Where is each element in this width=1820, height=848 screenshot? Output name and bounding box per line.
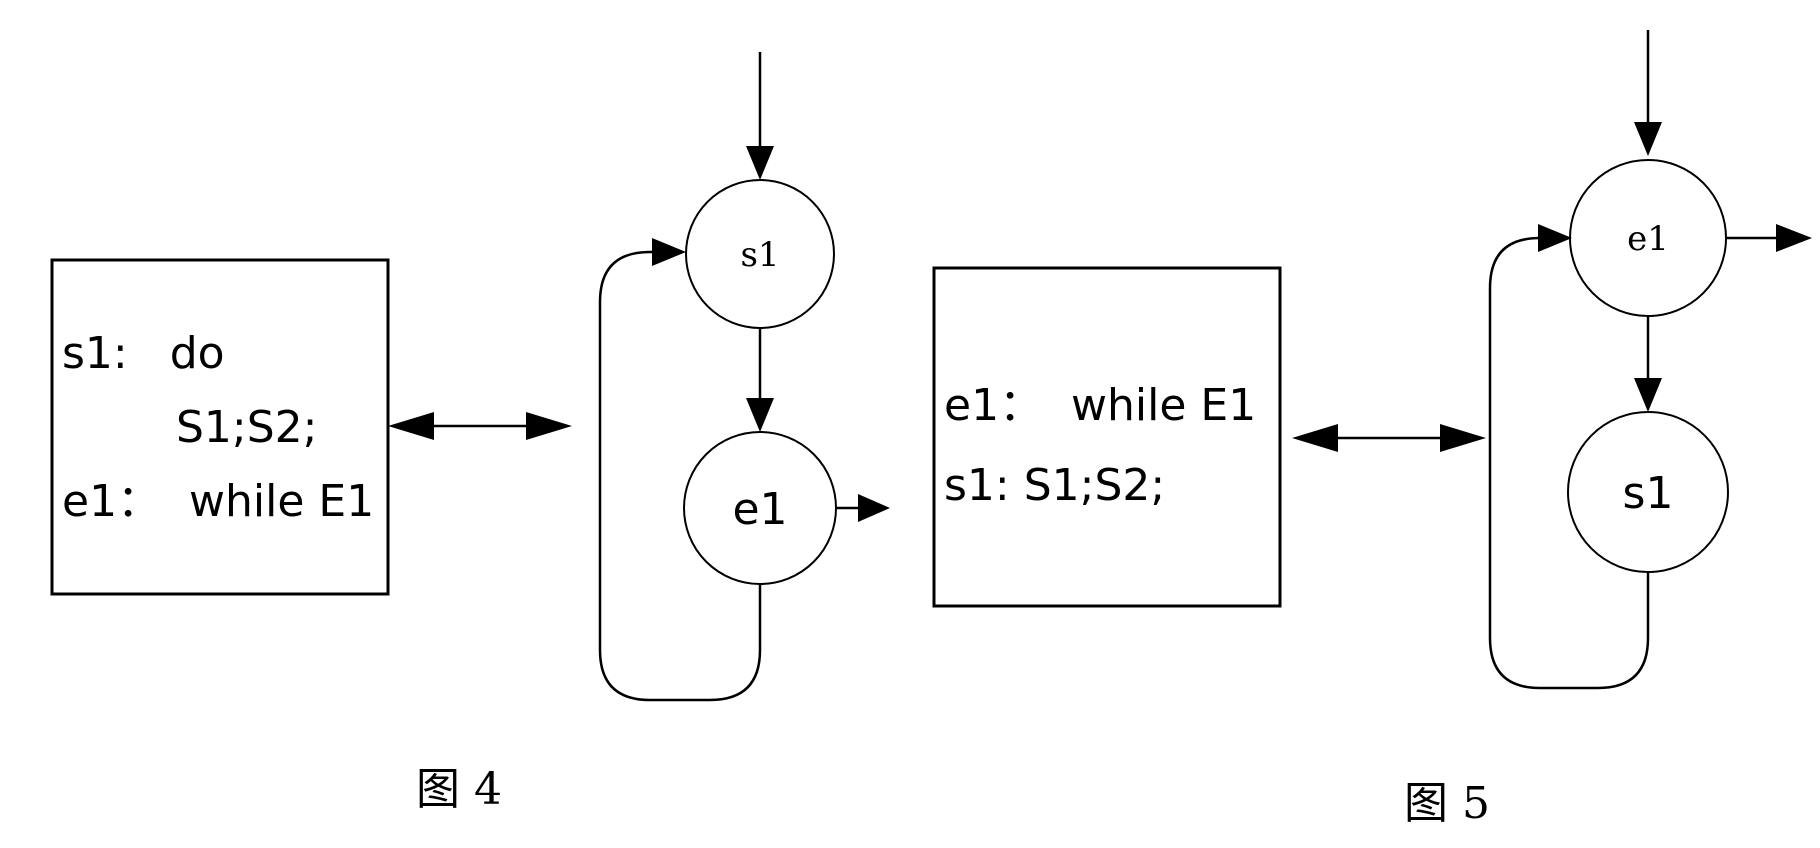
figure-5-arrow-e1-to-s1 (1634, 316, 1662, 412)
figure-5-node-s1-label: s1 (1623, 468, 1674, 519)
figure-5-code-line-1: e1： while E1 (944, 380, 1256, 431)
figure-4-caption: 图 4 (416, 764, 502, 815)
figure-4-loop-arrow (598, 238, 762, 702)
figure-4-node-s1: s1 (685, 179, 835, 329)
figure-5-loop-arrow (1488, 224, 1650, 690)
figure-4-node-s1-label: s1 (740, 235, 779, 275)
figure-5-node-s1: s1 (1567, 411, 1729, 573)
figure-4-entry-arrow (746, 52, 774, 180)
figure-4-node-e1-label: e1 (732, 484, 787, 535)
figure-5-node-e1: e1 (1569, 159, 1727, 317)
figure-4: s1: do S1;S2; e1： while E1 s1 e1 (50, 52, 890, 815)
figure-4-code-line-2: S1;S2; (176, 402, 318, 453)
figure-4-code-box (50, 258, 390, 596)
figure-4-bidirectional-arrow (388, 412, 572, 440)
figure-5-code-box (932, 266, 1282, 608)
figure-5-code-line-2: s1: S1;S2; (944, 460, 1165, 511)
figure-4-node-e1: e1 (683, 431, 837, 585)
figure-4-arrow-s1-to-e1 (746, 328, 774, 432)
figure-5: e1： while E1 s1: S1;S2; e1 (932, 30, 1812, 829)
figure-5-entry-arrow (1634, 30, 1662, 156)
figure-4-exit-arrow (836, 494, 890, 522)
figure-5-bidirectional-arrow (1292, 424, 1486, 452)
figure-5-node-e1-label: e1 (1627, 219, 1669, 259)
figure-4-code-line-1: s1: do (62, 328, 225, 379)
figure-4-code-line-3: e1： while E1 (62, 476, 374, 527)
figure-5-caption: 图 5 (1404, 778, 1490, 829)
figure-5-exit-arrow (1726, 224, 1812, 252)
